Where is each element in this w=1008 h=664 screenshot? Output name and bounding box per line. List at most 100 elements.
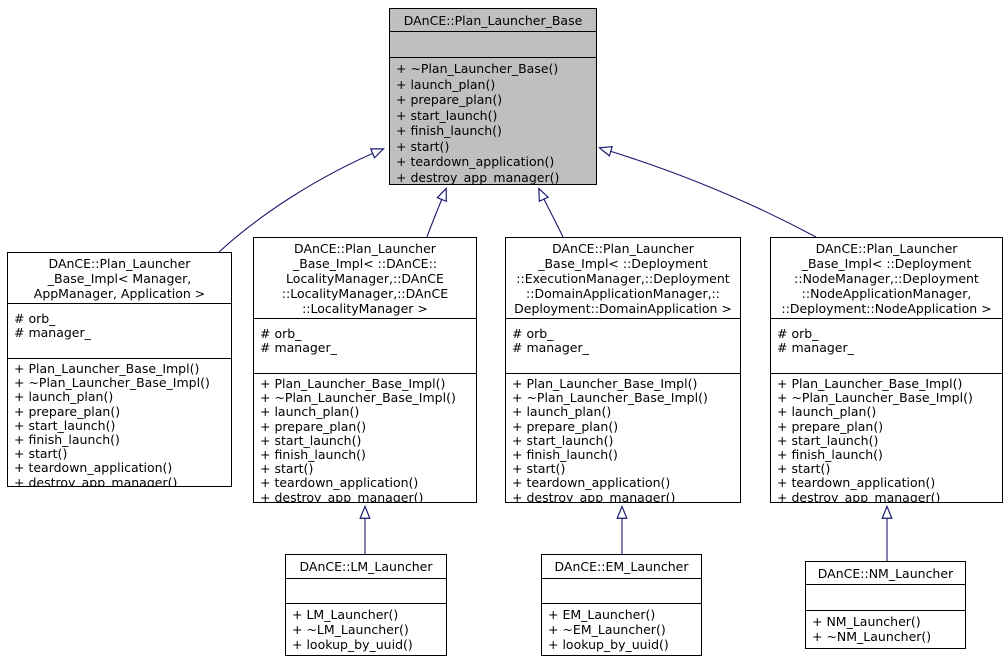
class-member: + launch_plan() xyxy=(396,76,496,92)
class-member: + destroy_app_manager() xyxy=(777,489,941,502)
class-attributes: # orb_# manager_ xyxy=(771,319,1002,374)
class-member: + start() xyxy=(14,446,68,462)
class-member: # orb_ xyxy=(260,326,302,341)
class-box-plan-launcher-base-impl-node-manager[interactable]: DAnCE::Plan_Launcher _Base_Impl< ::Deplo… xyxy=(770,237,1003,503)
class-member: + ~EM_Launcher() xyxy=(548,622,666,637)
class-member: + finish_launch() xyxy=(14,432,120,448)
class-methods: + Plan_Launcher_Base_Impl()+ ~Plan_Launc… xyxy=(771,374,1002,502)
class-member: # manager_ xyxy=(14,325,91,341)
class-attributes: # orb_# manager_ xyxy=(254,319,476,374)
class-member: + NM_Launcher() xyxy=(812,614,921,629)
class-member: + prepare_plan() xyxy=(260,418,367,434)
class-member: + start_launch() xyxy=(512,432,614,448)
class-member: + destroy_app_manager() xyxy=(14,474,178,486)
class-member: + teardown_application() xyxy=(777,475,936,491)
class-member: + start() xyxy=(777,461,831,477)
class-attributes xyxy=(286,579,446,604)
class-member: + ~Plan_Launcher_Base_Impl() xyxy=(14,375,210,391)
class-member: + ~Plan_Launcher_Base_Impl() xyxy=(512,390,708,406)
class-member: + teardown_application() xyxy=(14,460,173,476)
class-member: # manager_ xyxy=(260,340,337,356)
class-member: + prepare_plan() xyxy=(396,92,503,107)
class-box-plan-launcher-base-impl-locality-manager[interactable]: DAnCE::Plan_Launcher _Base_Impl< ::DAnCE… xyxy=(253,237,477,503)
class-title-text: DAnCE::Plan_Launcher _Base_Impl< ::Deplo… xyxy=(781,240,992,316)
class-member: # orb_ xyxy=(14,311,56,326)
class-member: + ~Plan_Launcher_Base() xyxy=(396,61,559,76)
class-methods: + Plan_Launcher_Base_Impl()+ ~Plan_Launc… xyxy=(506,374,740,502)
class-methods: + NM_Launcher()+ ~NM_Launcher() xyxy=(806,611,965,648)
class-box-em-launcher[interactable]: DAnCE::EM_Launcher + EM_Launcher()+ ~EM_… xyxy=(541,554,702,656)
class-member: # manager_ xyxy=(512,340,589,356)
class-title: DAnCE::Plan_Launcher _Base_Impl< ::Deplo… xyxy=(771,238,1002,319)
class-member: + finish_launch() xyxy=(396,123,502,138)
class-member: + ~LM_Launcher() xyxy=(292,622,409,637)
class-member: + teardown_application() xyxy=(512,475,671,491)
class-methods: + Plan_Launcher_Base_Impl()+ ~Plan_Launc… xyxy=(254,374,476,502)
class-methods: + LM_Launcher()+ ~LM_Launcher()+ lookup_… xyxy=(286,604,446,655)
class-member: + destroy_app_manager() xyxy=(396,169,560,185)
class-member: + lookup_by_uuid() xyxy=(548,637,669,652)
class-member: + launch_plan() xyxy=(512,404,612,420)
class-attributes xyxy=(542,579,701,604)
class-title-text: DAnCE::Plan_Launcher _Base_Impl< ::Deplo… xyxy=(514,240,732,316)
class-title: DAnCE::LM_Launcher xyxy=(286,555,446,579)
class-methods: + EM_Launcher()+ ~EM_Launcher()+ lookup_… xyxy=(542,604,701,655)
class-member: + Plan_Launcher_Base_Impl() xyxy=(14,361,200,376)
class-title: DAnCE::EM_Launcher xyxy=(542,555,701,579)
class-title-text: DAnCE::LM_Launcher xyxy=(299,559,433,574)
class-member: + Plan_Launcher_Base_Impl() xyxy=(512,376,698,391)
class-attributes xyxy=(806,585,965,611)
class-member: + ~Plan_Launcher_Base_Impl() xyxy=(260,390,456,406)
class-member: + ~NM_Launcher() xyxy=(812,629,932,644)
class-title-text: DAnCE::Plan_Launcher_Base xyxy=(403,12,583,28)
class-member: + start_launch() xyxy=(396,107,498,123)
class-box-plan-launcher-base-impl-execution-manager[interactable]: DAnCE::Plan_Launcher _Base_Impl< ::Deplo… xyxy=(505,237,741,503)
class-title: DAnCE::NM_Launcher xyxy=(806,562,965,585)
class-member: + launch_plan() xyxy=(14,389,114,405)
class-box-plan-launcher-base-impl-generic[interactable]: DAnCE::Plan_Launcher _Base_Impl< Manager… xyxy=(7,252,232,487)
class-title-text: DAnCE::Plan_Launcher _Base_Impl< ::DAnCE… xyxy=(281,240,449,316)
class-member: + start() xyxy=(260,461,314,477)
class-member: # orb_ xyxy=(512,326,554,341)
class-methods: + ~Plan_Launcher_Base()+ launch_plan()+ … xyxy=(390,58,596,184)
class-title-text: DAnCE::Plan_Launcher _Base_Impl< Manager… xyxy=(33,255,206,301)
class-member: + prepare_plan() xyxy=(14,403,121,419)
class-member: + teardown_application() xyxy=(260,475,419,491)
class-member: + start_launch() xyxy=(14,417,116,433)
class-member: + ~Plan_Launcher_Base_Impl() xyxy=(777,390,973,406)
class-member: + lookup_by_uuid() xyxy=(292,637,413,652)
inheritance-arrow-locality-impl-to-base xyxy=(426,187,447,238)
class-member: + EM_Launcher() xyxy=(548,607,656,622)
class-member: + prepare_plan() xyxy=(777,418,884,434)
class-member: # orb_ xyxy=(777,326,819,341)
class-title: DAnCE::Plan_Launcher _Base_Impl< ::DAnCE… xyxy=(254,238,476,319)
class-member: + teardown_application() xyxy=(396,154,555,169)
class-title-text: DAnCE::EM_Launcher xyxy=(554,559,689,574)
class-member: + finish_launch() xyxy=(777,447,883,463)
class-title: DAnCE::Plan_Launcher_Base xyxy=(390,9,596,32)
class-attributes xyxy=(390,32,596,58)
class-member: + prepare_plan() xyxy=(512,418,619,434)
class-member: + launch_plan() xyxy=(777,404,877,420)
class-member: + destroy_app_manager() xyxy=(512,489,676,502)
class-member: + start() xyxy=(396,138,450,154)
class-member: + finish_launch() xyxy=(512,447,618,463)
class-member: + destroy_app_manager() xyxy=(260,489,424,502)
class-member: + launch_plan() xyxy=(260,404,360,420)
class-member: # manager_ xyxy=(777,340,854,356)
class-member: + finish_launch() xyxy=(260,447,366,463)
inheritance-arrow-node-impl-to-base xyxy=(597,145,817,238)
class-methods: + Plan_Launcher_Base_Impl()+ ~Plan_Launc… xyxy=(8,359,231,486)
class-box-plan-launcher-base[interactable]: DAnCE::Plan_Launcher_Base + ~Plan_Launch… xyxy=(389,8,597,185)
class-attributes: # orb_# manager_ xyxy=(506,319,740,374)
class-member: + Plan_Launcher_Base_Impl() xyxy=(777,376,963,391)
class-attributes: # orb_# manager_ xyxy=(8,304,231,359)
class-member: + LM_Launcher() xyxy=(292,607,399,622)
class-box-nm-launcher[interactable]: DAnCE::NM_Launcher + NM_Launcher()+ ~NM_… xyxy=(805,561,966,649)
class-member: + start() xyxy=(512,461,566,477)
class-title: DAnCE::Plan_Launcher _Base_Impl< ::Deplo… xyxy=(506,238,740,319)
class-title: DAnCE::Plan_Launcher _Base_Impl< Manager… xyxy=(8,253,231,304)
class-member: + start_launch() xyxy=(260,432,362,448)
class-box-lm-launcher[interactable]: DAnCE::LM_Launcher + LM_Launcher()+ ~LM_… xyxy=(285,554,447,656)
